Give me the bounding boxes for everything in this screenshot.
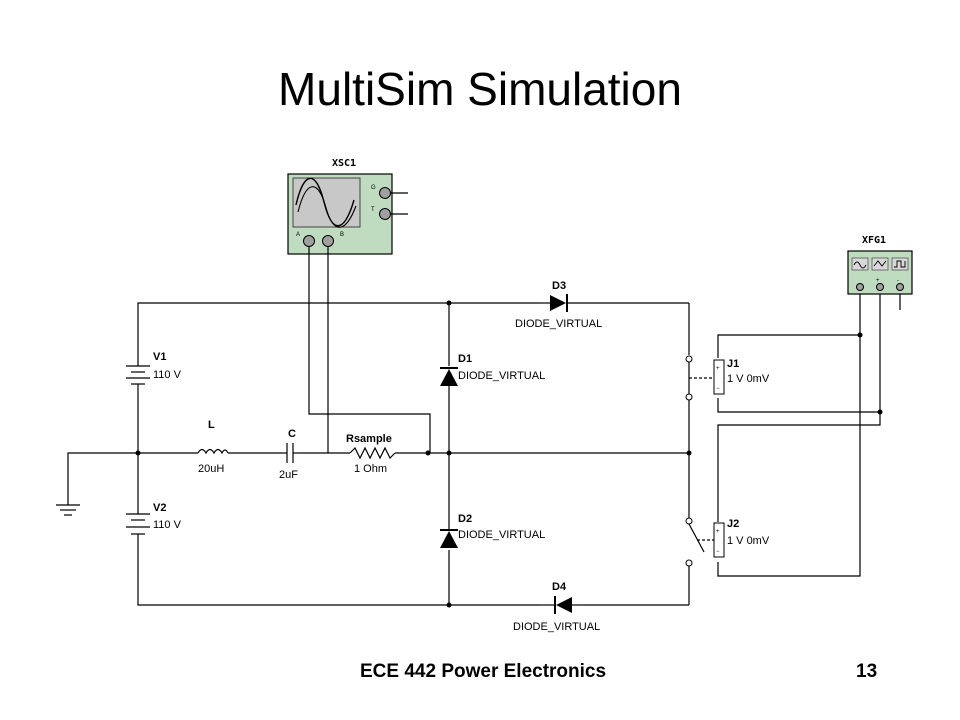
diode-d2-triangle-icon bbox=[440, 531, 458, 548]
switch-j2[interactable]: + − J2 1 V 0mV bbox=[685, 517, 770, 567]
battery-v2[interactable]: V2 110 V bbox=[126, 502, 182, 535]
j2-contact-bottom bbox=[685, 559, 693, 567]
d1-name: D1 bbox=[458, 353, 472, 365]
oscilloscope-name: XSC1 bbox=[332, 158, 356, 169]
diode-d1[interactable]: D1 DIODE_VIRTUAL bbox=[440, 353, 545, 386]
osc-terminal-t[interactable] bbox=[379, 208, 391, 220]
j2-name: J2 bbox=[727, 518, 739, 530]
fg-plus-label: + bbox=[876, 278, 880, 284]
v2-name: V2 bbox=[153, 502, 166, 514]
osc-terminal-b[interactable] bbox=[322, 235, 334, 247]
osc-terminal-t-label: T bbox=[371, 207, 375, 213]
fg-terminal-minus[interactable] bbox=[896, 283, 904, 291]
oscilloscope-screen bbox=[292, 177, 361, 228]
j2-control-box bbox=[713, 522, 725, 558]
svg-text:+: + bbox=[716, 529, 720, 535]
j1-name: J1 bbox=[727, 358, 739, 370]
diode-d3-triangle-icon bbox=[550, 295, 566, 311]
capacitor-value: 2uF bbox=[279, 469, 298, 481]
d4-model: DIODE_VIRTUAL bbox=[513, 621, 600, 633]
switch-j1[interactable]: + − J1 1 V 0mV bbox=[685, 355, 770, 401]
diode-d3[interactable]: D3 DIODE_VIRTUAL bbox=[515, 280, 602, 330]
osc-terminal-a-label: A bbox=[296, 232, 300, 238]
v1-value: 110 V bbox=[153, 369, 182, 381]
diode-d2[interactable]: D2 DIODE_VIRTUAL bbox=[440, 513, 545, 548]
d4-name: D4 bbox=[552, 581, 567, 593]
v2-value: 110 V bbox=[153, 519, 182, 531]
capacitor-name: C bbox=[288, 428, 296, 440]
junction-dots bbox=[135, 300, 883, 608]
diode-d4[interactable]: D4 DIODE_VIRTUAL bbox=[513, 581, 600, 633]
footer-course-title: ECE 442 Power Electronics bbox=[360, 661, 607, 682]
oscilloscope-trace-b bbox=[297, 186, 357, 228]
footer-page-number: 13 bbox=[856, 661, 878, 682]
fg-terminal-common[interactable] bbox=[856, 283, 864, 291]
inductor-coil-icon bbox=[197, 448, 229, 455]
j1-control-box bbox=[713, 359, 725, 395]
d2-name: D2 bbox=[458, 513, 472, 525]
fg-sine-button[interactable] bbox=[851, 257, 869, 271]
resistor-value: 1 Ohm bbox=[354, 463, 387, 475]
diode-d1-triangle-icon bbox=[440, 369, 458, 386]
fg-minus-label: - bbox=[897, 278, 899, 284]
capacitor-c[interactable]: C 2uF bbox=[279, 428, 298, 481]
inductor-l[interactable]: L 20uH bbox=[197, 419, 229, 475]
oscilloscope-xsc1[interactable]: XSC1 G T A B bbox=[287, 158, 408, 255]
svg-text:−: − bbox=[716, 549, 720, 555]
function-generator-xfg1[interactable]: XFG1 + - bbox=[847, 235, 913, 295]
j1-contact-bottom bbox=[685, 393, 693, 401]
slide-title: MultiSim Simulation bbox=[278, 63, 682, 115]
resistor-zigzag-icon bbox=[349, 446, 396, 460]
sine-wave-icon bbox=[853, 261, 867, 269]
osc-terminal-b-label: B bbox=[340, 232, 344, 238]
resistor-name: Rsample bbox=[346, 433, 392, 445]
j1-value: 1 V 0mV bbox=[727, 373, 770, 385]
osc-terminal-g-label: G bbox=[371, 185, 376, 191]
osc-terminal-g[interactable] bbox=[379, 187, 391, 199]
resistor-rsample[interactable]: Rsample 1 Ohm bbox=[346, 433, 396, 475]
fg-square-button[interactable] bbox=[891, 257, 909, 271]
j2-contact-top bbox=[685, 517, 693, 525]
inductor-name: L bbox=[208, 419, 215, 431]
inductor-value: 20uH bbox=[198, 463, 224, 475]
osc-terminal-a[interactable] bbox=[303, 235, 315, 247]
diode-d4-triangle-icon bbox=[556, 597, 572, 613]
d2-model: DIODE_VIRTUAL bbox=[458, 529, 545, 541]
function-generator-name: XFG1 bbox=[862, 235, 886, 246]
battery-v1[interactable]: V1 110 V bbox=[126, 351, 182, 385]
d1-model: DIODE_VIRTUAL bbox=[458, 370, 545, 382]
svg-text:+: + bbox=[716, 366, 720, 372]
square-wave-icon bbox=[894, 260, 906, 268]
j2-value: 1 V 0mV bbox=[727, 535, 770, 547]
triangle-wave-icon bbox=[873, 260, 887, 267]
j1-contact-top bbox=[685, 355, 693, 363]
ground-icon bbox=[56, 504, 80, 516]
v1-name: V1 bbox=[153, 351, 166, 363]
fg-terminal-plus[interactable] bbox=[876, 283, 884, 291]
svg-text:−: − bbox=[716, 386, 720, 392]
wires bbox=[67, 247, 901, 606]
d3-name: D3 bbox=[552, 280, 566, 292]
d3-model: DIODE_VIRTUAL bbox=[515, 318, 602, 330]
